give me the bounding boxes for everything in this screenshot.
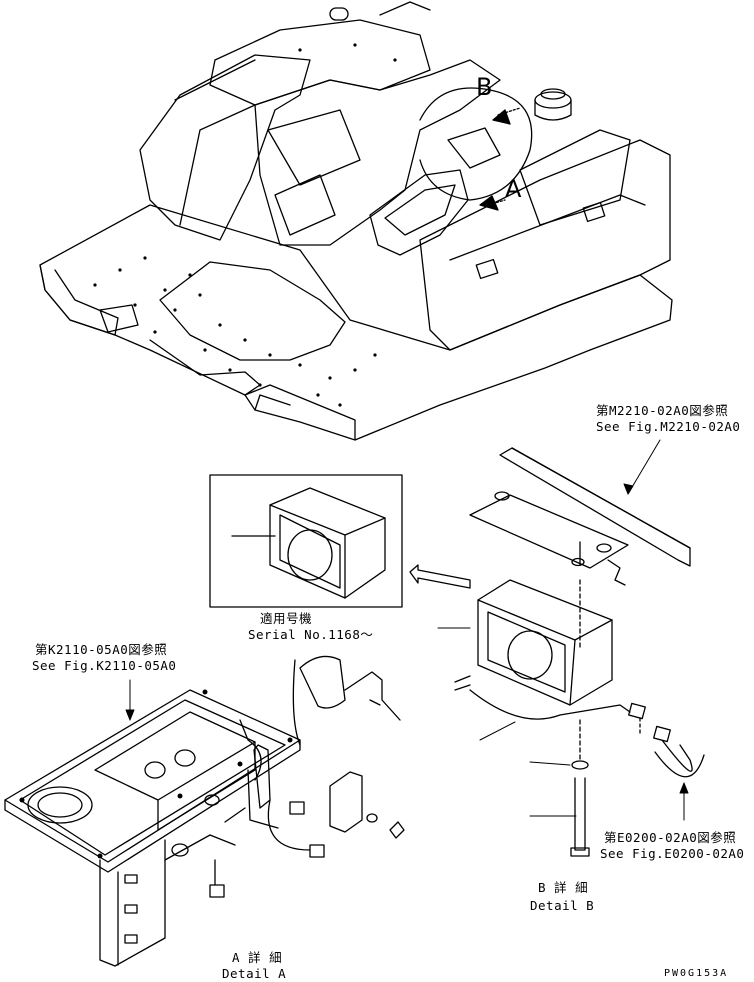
ref-e0200-jp: 第E0200-02A0図参照 xyxy=(604,830,737,845)
serial-label-jp: 適用号機 xyxy=(260,611,313,626)
drawing-code: PW0G153A xyxy=(664,968,729,979)
detail-b-bracket xyxy=(454,447,705,857)
direction-arrow xyxy=(409,564,471,589)
serial-detail-frame xyxy=(209,474,403,608)
view-marker-b: B xyxy=(476,73,493,101)
serial-label-en: Serial No.1168～ xyxy=(248,627,374,642)
detail-b-title-jp: B 詳 細 xyxy=(538,880,589,895)
detail-a-base-plate xyxy=(4,655,405,967)
ref-m2210-jp: 第M2210-02A0図参照 xyxy=(596,403,729,418)
ref-e0200-en: See Fig.E0200-02A0 xyxy=(600,846,745,861)
leader-lines xyxy=(125,439,689,821)
view-marker-a: A xyxy=(505,175,522,203)
upper-frame-assembly xyxy=(39,1,673,441)
detail-b-title-en: Detail B xyxy=(530,898,595,913)
ref-k2110-en: See Fig.K2110-05A0 xyxy=(32,658,177,673)
detail-a-title-en: Detail A xyxy=(222,966,287,981)
ref-k2110-jp: 第K2110-05A0図参照 xyxy=(35,642,168,657)
detail-a-title-jp: A 詳 細 xyxy=(232,950,283,965)
ref-m2210-en: See Fig.M2210-02A0 xyxy=(596,419,741,434)
